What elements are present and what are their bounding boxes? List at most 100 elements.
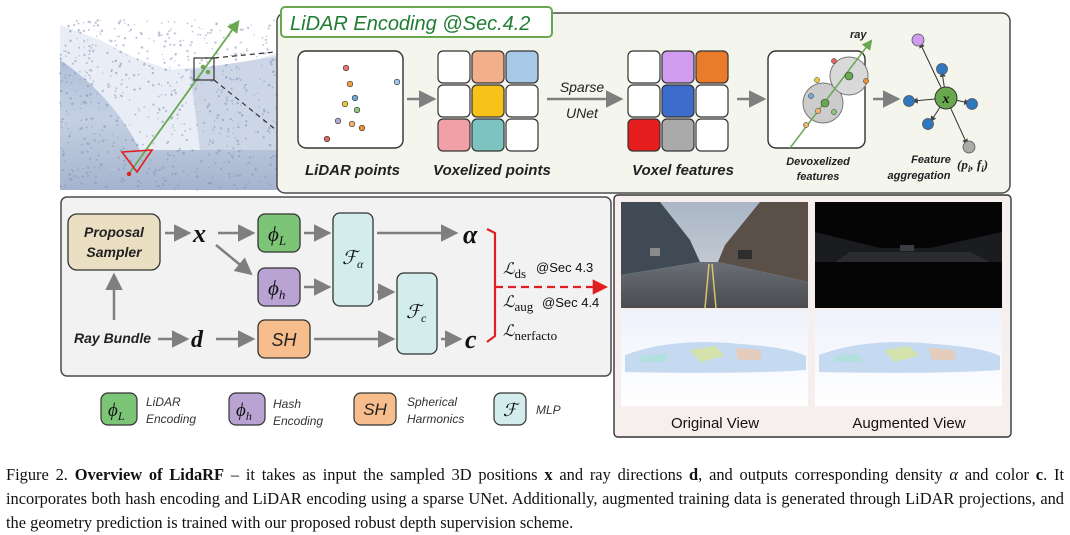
lidar-points-dots: [323, 64, 401, 143]
ray-bundle-label: Ray Bundle: [74, 330, 151, 346]
loss-aug: ℒaug: [503, 294, 534, 314]
lidar-points-box: [297, 50, 404, 149]
augmented-view-depth: [815, 310, 1002, 406]
voxel-cell: [627, 84, 661, 118]
voxel-cell: [661, 50, 695, 84]
f-alpha-symbol: ℱα: [342, 248, 364, 271]
legend-sh-text-2: Harmonics: [407, 412, 464, 426]
caption-x: x: [544, 465, 553, 484]
f-c-box: [396, 272, 438, 355]
voxel-cell: [505, 118, 539, 152]
legend-sh-text-1: Spherical: [407, 395, 457, 409]
proposal-sampler-box: [67, 213, 161, 271]
devoxelized-label-1: Devoxelized: [786, 156, 850, 168]
voxel-cell: [437, 118, 471, 152]
voxelized-points-label: Voxelized points: [433, 162, 551, 179]
legend-phi-h-text-2: Encoding: [273, 414, 323, 428]
original-view-depth: [621, 310, 808, 406]
network-panel: Proposal Sampler Ray Bundle x d ϕL ϕh SH…: [60, 196, 612, 377]
lidar-panel-title: LiDAR Encoding @Sec.4.2: [290, 13, 530, 35]
legend-sh-symbol: SH: [363, 400, 387, 419]
caption-alpha: α: [949, 465, 958, 484]
legend-phi-h-symbol: ϕh: [236, 400, 252, 423]
sh-label: SH: [271, 330, 297, 350]
legend-phi-h-swatch: [228, 392, 266, 426]
legend: ϕL LiDAR Encoding ϕh Hash Encoding SH Sp…: [100, 392, 561, 428]
voxel-cell: [471, 50, 505, 84]
voxel-features-label: Voxel features: [632, 162, 734, 179]
original-view-label: Original View: [671, 415, 759, 432]
caption-text-2: and ray directions: [552, 465, 690, 484]
voxel-cell: [661, 84, 695, 118]
voxel-cell: [471, 84, 505, 118]
x-symbol: x: [192, 219, 206, 248]
original-view-rgb: [621, 202, 808, 309]
caption-text-1: – it takes as input the sampled 3D posit…: [224, 465, 545, 484]
feature-aggregation-label-2: aggregation: [888, 170, 951, 182]
phi-l-box: [257, 213, 301, 253]
legend-phi-l-text-2: Encoding: [146, 412, 196, 426]
voxel-cell: [437, 50, 471, 84]
voxel-features-grid: [627, 50, 729, 152]
phi-h-symbol: ϕh: [268, 276, 285, 302]
augmented-view-rgb: [815, 202, 1002, 308]
voxel-cell: [471, 118, 505, 152]
legend-phi-l-text-1: LiDAR: [146, 395, 181, 409]
views-panel: Original View Augmented View: [613, 194, 1012, 438]
c-symbol: c: [465, 325, 477, 354]
lidar-encoding-panel: LiDAR Encoding @Sec.4.2 LiDAR points Vox…: [276, 6, 1011, 194]
ray-line: [127, 19, 240, 176]
caption-text-5: . It incorporates both hash encoding and…: [6, 465, 1065, 532]
voxelized-points-grid: [437, 50, 539, 152]
legend-phi-l-swatch: [100, 392, 138, 426]
legend-mlp-text: MLP: [536, 403, 561, 417]
voxel-cell: [695, 118, 729, 152]
sh-box: [257, 319, 311, 359]
legend-phi-h-text-1: Hash: [273, 397, 301, 411]
legend-phi-l-symbol: ϕL: [108, 400, 125, 423]
loss-ds: ℒds: [503, 261, 526, 281]
phi-l-symbol: ϕL: [268, 222, 286, 248]
lidar-points-label: LiDAR points: [305, 162, 400, 179]
sparse-label: Sparse: [560, 79, 605, 95]
legend-mlp-symbol: ℱ: [503, 400, 520, 420]
caption-text-3: , and outputs corresponding density: [698, 465, 950, 484]
sampler-label: Sampler: [86, 244, 143, 260]
voxel-cell: [695, 50, 729, 84]
voxel-cell: [627, 50, 661, 84]
feature-aggregation-label-1: Feature: [911, 154, 951, 166]
point-cloud-scene: [59, 19, 297, 191]
voxel-cell: [505, 84, 539, 118]
overview-figure: LiDAR Encoding @Sec.4.2 LiDAR points Vox…: [59, 6, 1012, 438]
f-c-symbol: ℱc: [406, 302, 427, 325]
feature-aggregation-graph: x: [903, 33, 978, 154]
d-symbol: d: [191, 327, 204, 353]
devoxelized-label-2: features: [797, 171, 840, 183]
caption-fig-label: Figure 2.: [6, 465, 68, 484]
proposal-label: Proposal: [84, 224, 145, 240]
loss-ds-ref: @Sec 4.3: [536, 260, 593, 275]
alpha-symbol: α: [463, 220, 478, 249]
augmented-view-label: Augmented View: [852, 415, 965, 432]
loss-nerfacto: ℒnerfacto: [503, 323, 557, 343]
f-alpha-box: [332, 212, 374, 307]
voxel-cell: [661, 118, 695, 152]
legend-sh-swatch: [353, 392, 397, 426]
voxel-highlight-box: [193, 57, 215, 81]
legend-mlp-swatch: [493, 392, 527, 426]
caption-c: c: [1035, 465, 1044, 484]
loss-bracket: [486, 228, 497, 343]
ray-label: ray: [850, 29, 867, 41]
x-node-label: x: [942, 92, 950, 107]
voxel-cell: [505, 50, 539, 84]
figure-caption: Figure 2. Overview of LidaRF – it takes …: [6, 463, 1064, 535]
caption-text-4: and color: [958, 465, 1036, 484]
voxel-cell: [695, 84, 729, 118]
caption-title: Overview of LidaRF: [74, 465, 225, 484]
loss-aug-ref: @Sec 4.4: [542, 295, 599, 310]
caption-d: d: [689, 465, 699, 484]
voxel-cell: [437, 84, 471, 118]
unet-label: UNet: [566, 105, 599, 121]
pi-fi-label: (pi, fi): [957, 157, 988, 174]
voxel-cell: [627, 118, 661, 152]
